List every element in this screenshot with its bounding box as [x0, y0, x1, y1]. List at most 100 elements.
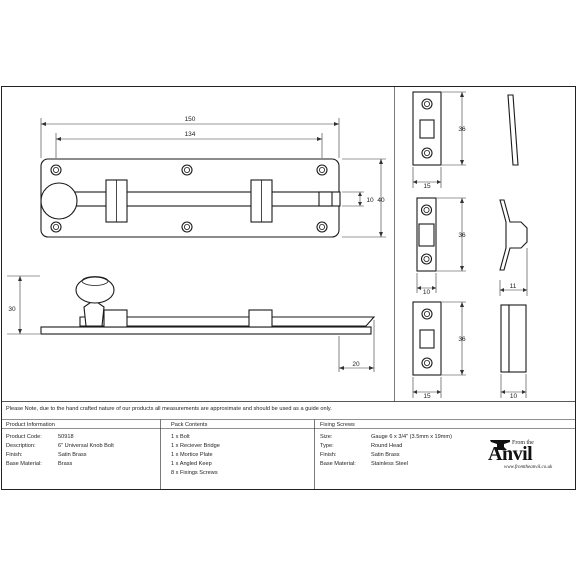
dim-keep-3-height: 36	[458, 336, 466, 343]
pack-item: 1 x Reciever Bridge	[171, 443, 220, 449]
logo-brand-text: Anvil	[488, 443, 533, 465]
side-bolt-rod	[79, 316, 376, 327]
screw-base-material-label: Base Material:	[320, 461, 356, 467]
size-label: Size:	[320, 434, 333, 440]
drawing-frame	[1, 86, 576, 490]
description-value: 6" Universal Knob Bolt	[58, 443, 114, 449]
screw-hole	[181, 221, 193, 233]
knob-top	[81, 276, 109, 286]
screw-hole-inner	[183, 166, 190, 173]
bolt-front-view	[40, 158, 341, 238]
pack-item: 1 x Angled Keep	[171, 461, 212, 467]
pack-item: 1 x Mortice Plate	[171, 452, 213, 458]
dim-bolt-projection: 20	[338, 320, 375, 372]
bolt-side-view	[40, 276, 376, 335]
screw-hole-inner	[53, 223, 60, 230]
measurement-notice: Please Note, due to the hand crafted nat…	[6, 406, 332, 412]
bolt-rod	[61, 191, 341, 207]
screw-hole	[316, 221, 328, 233]
screw-hole-inner	[423, 101, 430, 108]
dim-keep-3-width: 15	[423, 393, 431, 400]
fixing-screws-title: Fixing Screws	[320, 422, 355, 428]
dim-keep-2-side-width: 11	[510, 283, 517, 290]
dim-10-label: 10	[366, 197, 374, 204]
keep-1-side-profile	[507, 94, 519, 166]
dim-keep-3-side: 10	[500, 374, 527, 400]
anvil-icon	[490, 440, 510, 450]
keep-1-slot	[419, 119, 435, 139]
logo-small-text: From the	[512, 440, 534, 446]
keep-1-front	[412, 91, 442, 166]
pack-item: 8 x Fixings Screws	[171, 470, 218, 476]
brand-logo: From the Anvil www.fromtheanvil.co.uk	[488, 440, 568, 476]
dim-side-height: 30	[7, 275, 40, 335]
pack-contents-title: Pack Contents	[171, 422, 208, 428]
screw-base-material-value: Stainless Steel	[371, 461, 409, 467]
screw-hole	[420, 253, 433, 265]
type-value: Round Head	[371, 443, 403, 449]
dim-keep-2: 36 10	[416, 197, 466, 296]
screw-hole	[421, 357, 433, 369]
screw-hole-inner	[53, 166, 60, 173]
product-code-value: 50918	[58, 434, 74, 440]
dim-keep-2-side: 11	[499, 248, 528, 296]
side-staple-right	[248, 309, 273, 328]
type-label: Type:	[320, 443, 334, 449]
size-value: Gauge 6 x 3/4" (3.5mm x 19mm)	[371, 434, 452, 440]
dim-keep-1-height: 36	[458, 126, 466, 133]
screw-hole	[421, 308, 433, 320]
dim-keep-3-side-width: 10	[510, 393, 518, 400]
screw-hole-inner	[423, 149, 430, 156]
dim-keep-1-width: 15	[423, 183, 431, 190]
knob-head	[75, 276, 115, 304]
dim-40-label: 40	[377, 197, 385, 204]
dim-heights: 10 40	[342, 158, 386, 238]
keep-2-side-profile	[499, 199, 528, 271]
screw-hole	[421, 98, 433, 110]
logo-url: www.fromtheanvil.co.uk	[504, 465, 553, 470]
keep-3-slot	[419, 329, 435, 349]
keep-2-front	[416, 197, 437, 272]
dim-150-label: 150	[185, 116, 196, 123]
dim-keep-3: 36 15	[412, 301, 466, 400]
side-staple-left	[103, 309, 128, 328]
screw-hole	[50, 164, 62, 176]
keep-2-side	[499, 199, 528, 271]
dim-keep-1: 36 15	[412, 91, 466, 190]
screw-finish-label: Finish:	[320, 452, 337, 458]
keep-3-side	[500, 304, 527, 373]
screw-finish-value: Satin Brass	[371, 452, 400, 458]
dim-plate-length: 134	[55, 131, 323, 158]
keep-3-side-plate	[500, 304, 510, 373]
side-backplate	[40, 326, 372, 335]
keep-2-slot	[418, 223, 435, 247]
dim-keep-2-width: 10	[423, 289, 431, 296]
screw-hole-inner	[318, 223, 325, 230]
screw-hole	[420, 204, 433, 216]
finish-value: Satin Brass	[58, 452, 87, 458]
bolt-tip	[318, 191, 333, 207]
screw-hole-inner	[183, 223, 190, 230]
screw-hole	[316, 164, 328, 176]
screw-hole	[421, 147, 433, 159]
keep-1-side	[507, 94, 519, 166]
dim-keep-2-height: 36	[458, 232, 466, 239]
dim-30-label: 30	[8, 306, 16, 313]
screw-hole	[181, 164, 193, 176]
keep-3-side-box	[508, 304, 527, 373]
product-information-title: Product Information	[6, 422, 55, 428]
screw-hole-inner	[423, 206, 430, 213]
base-material-label: Base Material:	[6, 461, 42, 467]
screw-hole-inner	[423, 359, 430, 366]
dim-20-label: 20	[352, 361, 360, 368]
description-label: Description:	[6, 443, 36, 449]
screw-hole	[50, 221, 62, 233]
knob-stem	[83, 299, 105, 327]
knob	[40, 182, 78, 220]
dim-134-label: 134	[185, 131, 196, 138]
screw-hole-inner	[318, 166, 325, 173]
product-code-label: Product Code:	[6, 434, 42, 440]
keep-3-front	[412, 301, 442, 376]
pack-item: 1 x Bolt	[171, 434, 190, 440]
